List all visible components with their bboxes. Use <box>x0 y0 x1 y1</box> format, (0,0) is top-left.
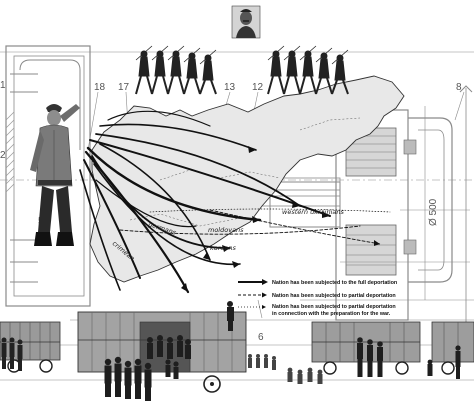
portrait-photo <box>231 5 261 39</box>
legend-label-war-line1: Nation has been subjected to partial dep… <box>272 304 396 310</box>
person-figure <box>357 337 363 377</box>
legend-item-war: Nation has been subjected to partial dep… <box>238 304 396 317</box>
soldier-figure <box>315 47 333 95</box>
dimension-label-diameter: Ø 500 <box>428 198 439 226</box>
person-figure <box>157 335 163 357</box>
person-figure <box>124 360 132 399</box>
crowd-right <box>357 337 461 379</box>
person-figure <box>167 337 173 359</box>
person-figure <box>317 369 323 384</box>
arrow-head <box>252 216 260 223</box>
arrow-head <box>322 211 330 218</box>
legend-label-full: Nation has been subjected to the full de… <box>272 280 397 286</box>
soldier-figure <box>199 49 217 95</box>
person-figure <box>17 339 23 371</box>
deportation-arrow-war <box>149 208 391 213</box>
deportation-arrow <box>107 110 211 127</box>
legend-label-partial: Nation has been subjected to partial dep… <box>272 293 396 299</box>
marching-soldiers-right <box>267 45 349 95</box>
person-figure <box>377 341 383 377</box>
person-figure <box>114 356 122 397</box>
arrow-head <box>248 146 256 153</box>
callout-number-1: 1 <box>0 80 6 91</box>
legend-item-partial: Nation has been subjected to partial dep… <box>238 292 396 299</box>
crowd-left <box>1 337 23 371</box>
callout-number-18: 18 <box>94 82 106 93</box>
soldier-figure <box>267 45 285 95</box>
deportation-arrow <box>95 133 301 207</box>
person-figure <box>297 369 303 384</box>
crowd-small-center <box>248 354 323 384</box>
deportation-arrow <box>99 123 257 151</box>
callout-number-6: 6 <box>258 332 264 343</box>
callout-number-12: 12 <box>252 82 264 93</box>
deportation-arrow <box>79 169 121 291</box>
saluting-officer <box>30 104 80 246</box>
person-figure <box>367 339 373 377</box>
freight-wagon-left <box>0 321 61 373</box>
person-figure <box>455 345 461 379</box>
freight-wagon-right <box>311 321 421 375</box>
map-label-moldovans: moldovans <box>208 226 244 234</box>
deportation-arrow <box>91 155 231 249</box>
person-figure <box>427 359 433 376</box>
soldier-figure <box>283 45 301 95</box>
deportation-arrow <box>95 179 197 228</box>
callout-number-13: 13 <box>224 82 236 93</box>
deportation-arrows <box>79 110 391 294</box>
deportation-arrow <box>83 159 141 279</box>
deportation-arrow <box>86 146 262 222</box>
deportation-arrow-partial <box>209 209 381 245</box>
legend: Nation has been subjected to the full de… <box>238 279 397 317</box>
person-figure <box>307 367 313 382</box>
deportation-arrow-partial <box>119 225 361 235</box>
person-figure <box>173 361 179 379</box>
person-figure <box>144 362 152 401</box>
soldier-figure <box>167 45 185 95</box>
person-figure <box>227 301 234 331</box>
callout-number-17: 17 <box>118 82 130 93</box>
person-figure <box>272 356 276 370</box>
freight-wagon-far-right <box>431 321 474 375</box>
deportation-arrow <box>99 143 211 261</box>
arrow-head <box>222 245 230 252</box>
person-figure <box>147 337 153 359</box>
person-figure <box>287 367 293 382</box>
soldier-figure <box>135 45 153 95</box>
person-figure <box>185 339 191 359</box>
person-figure <box>9 337 15 369</box>
deportation-arrow <box>93 163 241 266</box>
person-figure <box>1 337 7 369</box>
legend-item-full: Nation has been subjected to the full de… <box>238 279 397 286</box>
person-figure <box>248 354 252 368</box>
arrow-head <box>181 283 188 292</box>
arrow-head <box>203 252 210 260</box>
map-label-koreans: koreans <box>210 244 237 252</box>
person-figure <box>134 358 142 399</box>
crowd-center <box>104 301 234 401</box>
soldier-figure <box>183 47 201 95</box>
soldier-figure <box>299 45 317 95</box>
soldier-figure <box>151 45 169 95</box>
callout-number-2: 2 <box>0 150 6 161</box>
soldier-figure <box>331 49 349 95</box>
legend-label-war-line2: in connection with the preparation for t… <box>272 311 391 317</box>
person-figure <box>177 335 183 357</box>
arrow-head <box>292 201 300 208</box>
arrow-head <box>232 261 240 268</box>
marching-soldiers-left <box>135 45 217 95</box>
map-label-western-ukrainians: western ukrainians <box>282 208 344 216</box>
arrow-head <box>374 240 380 246</box>
person-figure <box>264 354 268 368</box>
callout-number-8: 8 <box>456 82 462 93</box>
person-figure <box>104 358 112 397</box>
person-figure <box>256 354 260 368</box>
person-figure <box>165 359 171 377</box>
